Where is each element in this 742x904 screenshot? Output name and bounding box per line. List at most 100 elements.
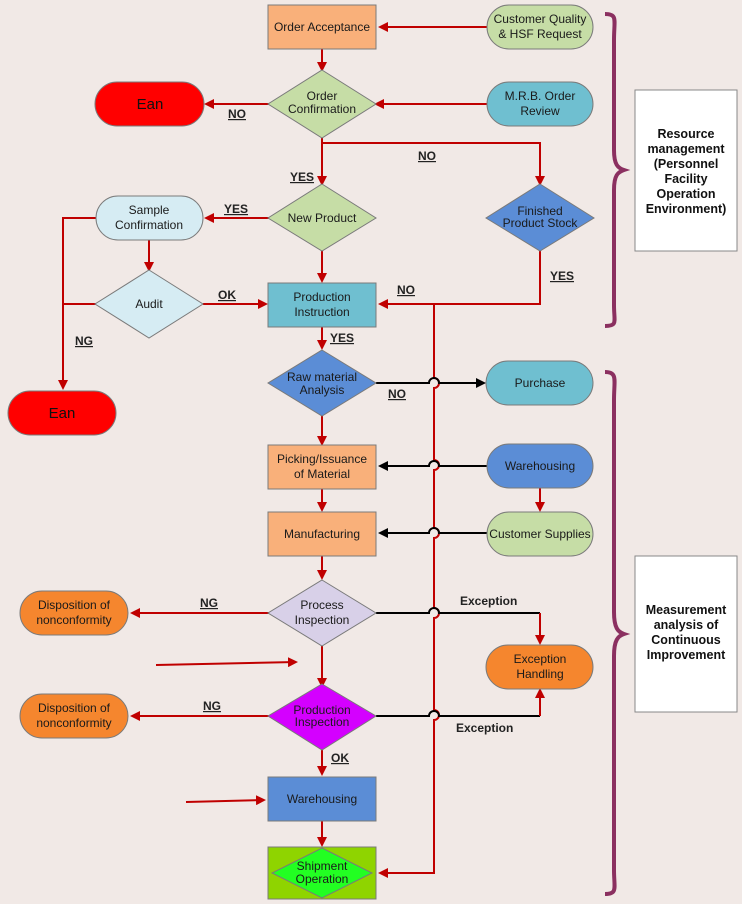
warehousing-supply-terminal: Warehousing <box>486 443 594 489</box>
customer-supplies-label: Customer Supplies <box>489 527 590 541</box>
measurement-line-2: analysis of <box>654 618 719 632</box>
process-inspection-label-2: Inspection <box>295 613 350 627</box>
resource-line-1: Resource <box>658 127 715 141</box>
raw-material-diamond: Raw material Analysis <box>267 349 377 417</box>
resource-line-2: management <box>647 142 725 156</box>
arrow-input-1 <box>155 657 298 668</box>
resource-line-4: Facility <box>664 172 707 186</box>
finished-stock-diamond: Finished Product Stock <box>485 183 595 252</box>
order-confirmation-label-2: Confirmation <box>288 102 356 116</box>
sample-confirmation-terminal: Sample Confirmation <box>95 195 204 241</box>
production-instruction-label-1: Production <box>293 290 350 304</box>
disposition-1-label-2: nonconformity <box>36 613 111 627</box>
shipment-operation-box: Shipment Operation <box>267 846 377 900</box>
label-ok-production: OK <box>331 751 349 765</box>
disposition-2-label-2: nonconformity <box>36 716 111 730</box>
audit-diamond: Audit <box>94 269 204 339</box>
production-inspection-label-2: Inspection <box>295 715 350 729</box>
arrow-warehousing-to-picking <box>378 460 487 471</box>
brace-measurement <box>604 370 631 896</box>
production-instruction-label-2: Instruction <box>294 305 349 319</box>
arrow-input-2 <box>185 795 266 806</box>
warehousing-final-label: Warehousing <box>287 792 357 806</box>
line-production-exception <box>376 710 540 717</box>
shipment-label-2: Operation <box>296 872 349 886</box>
ean-terminal-bottom: Ean <box>7 390 117 436</box>
exception-handling-terminal: Exception Handling <box>485 644 594 690</box>
exception-handling-label-2: Handling <box>516 667 563 681</box>
measurement-line-1: Measurement <box>646 603 727 617</box>
shipment-label-1: Shipment <box>297 859 348 873</box>
order-confirmation-label-1: Order <box>307 89 338 103</box>
label-exception-process: Exception <box>460 594 517 608</box>
warehousing-supply-label: Warehousing <box>505 459 575 473</box>
finished-stock-label-2: Product Stock <box>503 216 579 230</box>
picking-box: Picking/Issuance of Material <box>267 444 377 490</box>
label-no-finished-pi: NO <box>397 283 415 297</box>
label-exception-production: Exception <box>456 721 513 735</box>
production-instruction-box: Production Instruction <box>267 282 377 328</box>
manufacturing-label: Manufacturing <box>284 527 360 541</box>
customer-quality-terminal: Customer Quality & HSF Request <box>486 4 594 50</box>
resource-line-6: Environment) <box>646 202 727 216</box>
picking-label-2: of Material <box>294 467 350 481</box>
finished-stock-label-1: Finished <box>517 204 562 218</box>
line-process-exception <box>376 607 540 614</box>
new-product-diamond: New Product <box>267 183 377 252</box>
order-acceptance-box: Order Acceptance <box>267 4 377 50</box>
brace-resource <box>604 12 631 328</box>
label-ng-process: NG <box>200 596 218 610</box>
purchase-terminal: Purchase <box>485 360 594 406</box>
process-inspection-label-1: Process <box>300 598 343 612</box>
label-no-raw: NO <box>388 387 406 401</box>
order-confirmation-diamond: Order Confirmation <box>267 69 377 139</box>
disposition-terminal-2: Disposition of nonconformity <box>19 693 129 739</box>
process-inspection-diamond: Process Inspection <box>267 579 377 647</box>
customer-supplies-terminal: Customer Supplies <box>486 511 594 557</box>
arrow-supplies-to-manufacturing <box>378 527 487 538</box>
label-no-ean: NO <box>228 107 246 121</box>
disposition-1-label-1: Disposition of <box>38 598 111 612</box>
arrow-confirmation-to-finished <box>322 142 545 186</box>
measurement-line-4: Improvement <box>647 648 726 662</box>
purchase-label: Purchase <box>515 376 566 390</box>
sample-confirmation-label-2: Confirmation <box>115 218 183 232</box>
disposition-2-label-1: Disposition of <box>38 701 111 715</box>
measurement-analysis-box: Measurement analysis of Continuous Impro… <box>634 555 738 713</box>
audit-label: Audit <box>135 297 163 311</box>
measurement-line-3: Continuous <box>651 633 720 647</box>
ean-top-label: Ean <box>137 96 164 113</box>
arrow-raw-to-purchase <box>376 377 486 388</box>
production-inspection-diamond: Production Inspection <box>267 683 377 751</box>
disposition-terminal-1: Disposition of nonconformity <box>19 590 129 636</box>
raw-material-label-2: Analysis <box>300 383 345 397</box>
mrb-review-label-2: Review <box>520 104 560 118</box>
order-acceptance-label: Order Acceptance <box>274 20 370 34</box>
resource-line-5: Operation <box>656 187 715 201</box>
ean-bottom-label: Ean <box>49 405 76 422</box>
picking-label-1: Picking/Issuance <box>277 452 367 466</box>
sample-confirmation-label-1: Sample <box>129 203 170 217</box>
label-yes-sample: YES <box>224 202 248 216</box>
label-ng-production: NG <box>203 699 221 713</box>
label-yes-pi: YES <box>330 331 354 345</box>
manufacturing-box: Manufacturing <box>267 511 377 557</box>
customer-quality-label-2: & HSF Request <box>498 27 582 41</box>
label-yes-finished: YES <box>550 269 574 283</box>
warehousing-final-box: Warehousing <box>267 776 377 822</box>
resource-management-box: Resource management (Personnel Facility … <box>634 89 738 252</box>
resource-line-3: (Personnel <box>654 157 719 171</box>
production-inspection-label-1: Production <box>293 703 350 717</box>
ean-terminal-top: Ean <box>94 81 205 127</box>
arrow-ng-to-ean <box>58 217 96 390</box>
label-no-finished: NO <box>418 149 436 163</box>
label-yes-new-product: YES <box>290 170 314 184</box>
label-ng-sample: NG <box>75 334 93 348</box>
new-product-label: New Product <box>288 211 357 225</box>
mrb-review-label-1: M.R.B. Order <box>505 89 576 103</box>
raw-material-label-1: Raw material <box>287 370 357 384</box>
exception-handling-label-1: Exception <box>514 652 567 666</box>
customer-quality-label-1: Customer Quality <box>494 12 587 26</box>
label-ok-audit: OK <box>218 288 236 302</box>
